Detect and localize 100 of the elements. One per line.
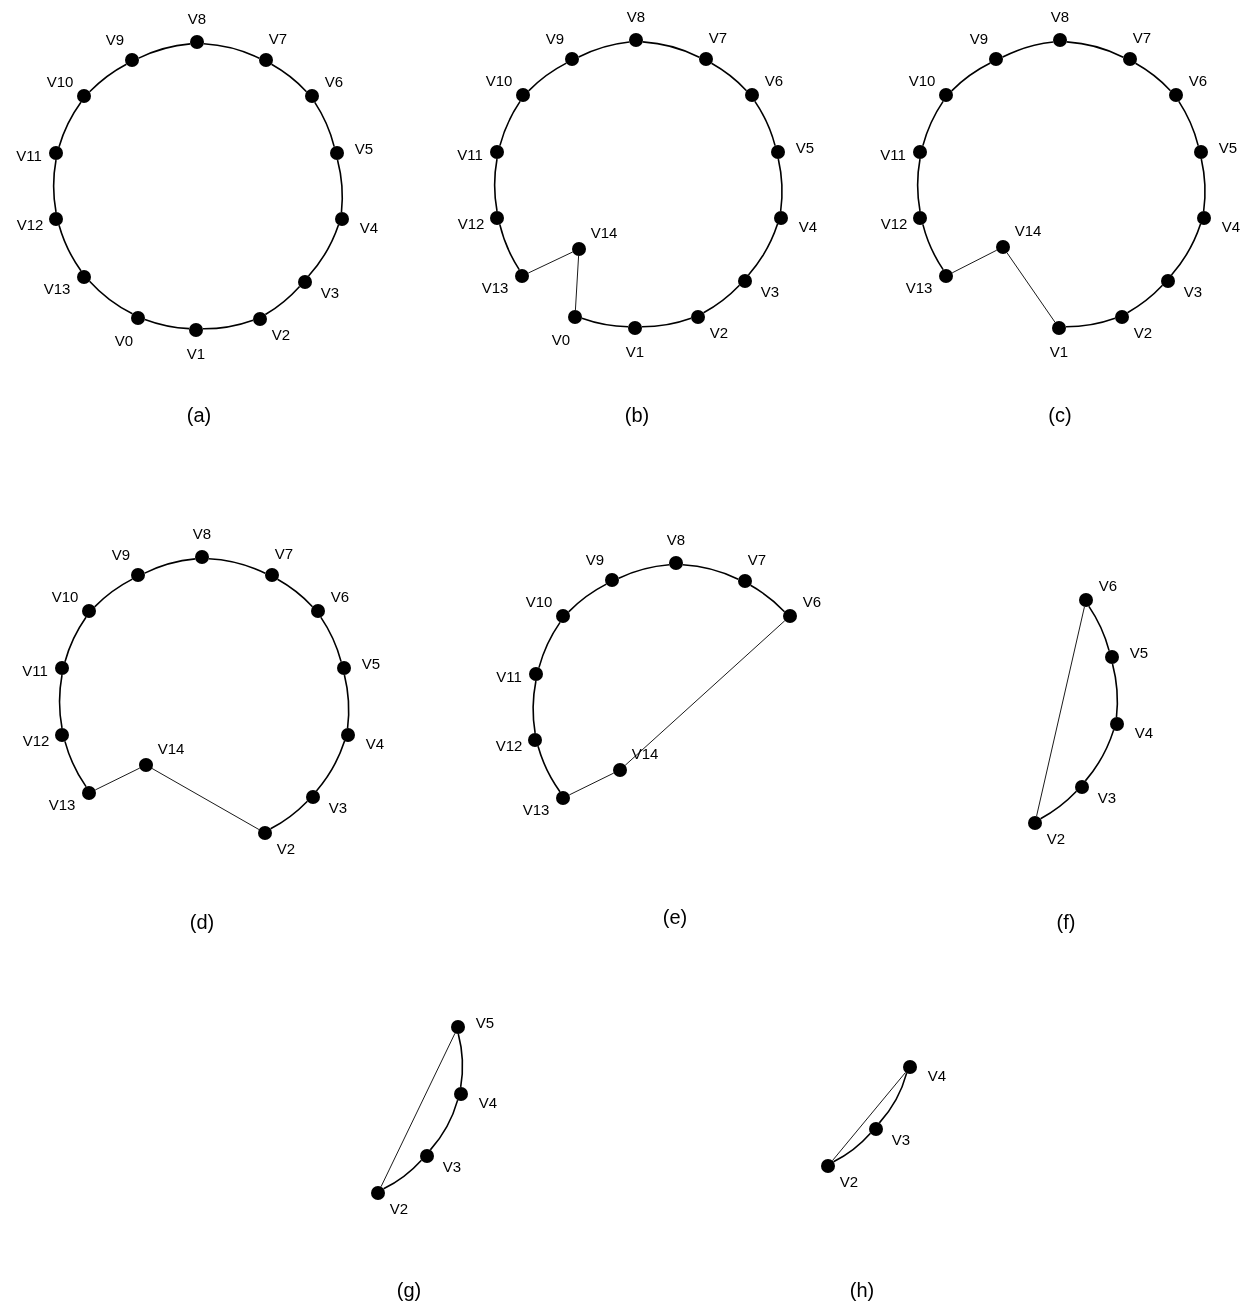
arc-edge <box>1001 41 1055 58</box>
arc-edge <box>1039 790 1078 820</box>
arc-edge <box>577 41 631 58</box>
vertex-label: V1 <box>186 345 206 361</box>
arc-edge <box>754 100 776 147</box>
arc-edge <box>681 563 740 581</box>
arc-edge <box>777 158 783 212</box>
vertex-label: V10 <box>908 72 936 88</box>
arc-edge <box>538 621 561 669</box>
straight-edge <box>832 1071 906 1162</box>
arc-edge <box>58 101 82 148</box>
vertex-label: V7 <box>1132 29 1152 45</box>
vertex-label: V6 <box>802 593 822 609</box>
vertex-label: V3 <box>1097 789 1117 805</box>
vertex-label: V5 <box>1129 644 1149 660</box>
arc-edge <box>429 1099 459 1151</box>
arc-edge <box>922 223 944 271</box>
vertex-label: V10 <box>485 72 513 88</box>
vertex-label: V12 <box>457 215 485 231</box>
vertex-label: V14 <box>1014 222 1042 238</box>
vertex-label: V0 <box>551 331 571 347</box>
arc-edge <box>88 280 134 315</box>
vertex-label: V12 <box>22 732 50 748</box>
arc-edge <box>922 100 944 147</box>
vertex-label: V8 <box>1050 8 1070 24</box>
vertex-label: V9 <box>969 30 989 46</box>
vertex-label: V2 <box>1133 324 1153 340</box>
vertex-label: V4 <box>1134 724 1154 740</box>
arc-edge <box>343 674 350 729</box>
vertex-label: V5 <box>354 140 374 156</box>
vertex-label: V3 <box>760 283 780 299</box>
vertex-label: V5 <box>795 139 815 155</box>
vertex-label: V11 <box>457 146 483 162</box>
arc-edge <box>382 1159 423 1190</box>
vertex-label: V5 <box>361 655 381 671</box>
arc-edge <box>916 158 921 212</box>
vertex-label: V4 <box>365 735 385 751</box>
arc-edge <box>527 62 568 92</box>
arc-edge <box>208 557 267 575</box>
vertex-label: V1 <box>1049 343 1069 359</box>
vertex-label: V10 <box>51 588 79 604</box>
panel-caption: (e) <box>662 907 688 927</box>
vertex-label: V12 <box>495 737 523 753</box>
vertex-label: V4 <box>478 1094 498 1110</box>
arc-edge <box>498 223 521 271</box>
straight-edge <box>380 1032 456 1188</box>
arc-edge <box>320 616 342 663</box>
arc-edge <box>1200 158 1206 212</box>
arc-edge <box>52 159 57 213</box>
vertex-label: V7 <box>274 545 294 561</box>
arc-edge <box>499 100 521 147</box>
vertex-label: V2 <box>276 840 296 856</box>
arc-edge <box>702 284 741 314</box>
vertex-label: V12 <box>16 216 44 232</box>
arc-edge <box>202 42 261 60</box>
panel-caption: (d) <box>189 912 215 932</box>
arc-edge <box>493 158 498 212</box>
panel-caption: (f) <box>1056 912 1076 932</box>
vertex-label: V8 <box>192 525 212 541</box>
vertex-label: V10 <box>46 73 74 89</box>
arc-edge <box>264 285 301 316</box>
straight-edge <box>1036 606 1085 817</box>
vertex-label: V13 <box>43 280 71 296</box>
arc-edge <box>617 564 671 579</box>
vertex-label: V7 <box>268 30 288 46</box>
arc-edge <box>567 583 608 613</box>
vertex-label: V14 <box>157 740 185 756</box>
arc-edge <box>58 674 63 729</box>
arc-edge <box>202 319 254 330</box>
vertex-label: V11 <box>496 668 522 684</box>
arc-edge <box>950 62 992 92</box>
straight-edge <box>951 249 998 274</box>
vertex-label: V13 <box>522 801 550 817</box>
arc-edge <box>1170 223 1202 276</box>
vertex-label: V6 <box>1188 72 1208 88</box>
vertex-label: V8 <box>626 8 646 24</box>
arc-edge <box>1065 317 1116 328</box>
vertex-label: V4 <box>359 219 379 235</box>
vertex-label: V11 <box>22 662 48 678</box>
vertex-label: V8 <box>666 531 686 547</box>
arc-edge <box>1111 663 1119 718</box>
arc-edge <box>88 63 128 93</box>
arc-edge <box>1088 605 1110 652</box>
vertex-label: V11 <box>880 146 906 162</box>
panel-caption: (a) <box>186 405 212 425</box>
vertex-label: V10 <box>525 593 553 609</box>
vertex-label: V6 <box>330 588 350 604</box>
vertex-label: V9 <box>105 31 125 47</box>
straight-edge <box>624 620 786 766</box>
arc-edge <box>1134 62 1172 92</box>
vertex-label: V3 <box>1183 283 1203 299</box>
vertex-label: V3 <box>442 1158 462 1174</box>
vertex-label: V13 <box>48 796 76 812</box>
vertex-label: V13 <box>481 279 509 295</box>
arc-edge <box>1065 41 1125 58</box>
panel-caption: (h) <box>849 1280 875 1300</box>
arc-edge <box>64 740 87 788</box>
straight-edge <box>527 251 574 274</box>
vertex-label: V13 <box>905 279 933 295</box>
arc-edge <box>1084 729 1115 782</box>
